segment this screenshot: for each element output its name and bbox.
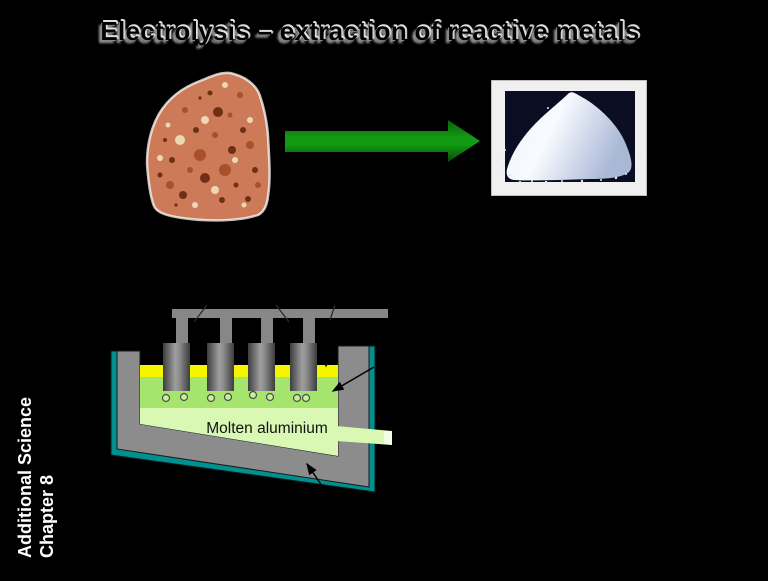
lining-pointer-arrow [306, 462, 330, 497]
bauxite-rock-image [145, 71, 271, 222]
powder-pile [506, 92, 632, 181]
arrow-shape [285, 120, 480, 162]
electrode-stems [176, 317, 315, 344]
rock-blob [145, 71, 271, 222]
transformation-arrow [285, 120, 480, 162]
alumina-powder-image [491, 80, 647, 196]
gas-bubbles [161, 390, 311, 403]
molten-aluminium-label: Molten aluminium [206, 420, 327, 437]
busbar [172, 309, 388, 318]
powder-speckles [497, 107, 641, 184]
anode-3 [248, 343, 275, 391]
tap-spout [336, 426, 392, 445]
annotation-arrows [306, 352, 375, 497]
anode-4 [290, 343, 317, 391]
carbon-anodes [163, 343, 317, 391]
sidebar-caption: Additional Science Chapter 8 [14, 397, 58, 558]
electrolyte-pointer-arrow [331, 366, 375, 392]
anode-2 [207, 343, 234, 391]
electrolysis-cell-diagram: Molten aluminium [110, 304, 392, 497]
sidebar-line-2: Chapter 8 [37, 474, 57, 558]
tap-spout-tip [384, 431, 392, 445]
sidebar-line-1: Additional Science [15, 396, 35, 558]
slide-title: Electrolysis – extraction of reactive me… [100, 16, 640, 46]
anode-1 [163, 343, 190, 391]
busbar-joints [193, 304, 336, 323]
molten-aluminium-layer [140, 408, 338, 456]
